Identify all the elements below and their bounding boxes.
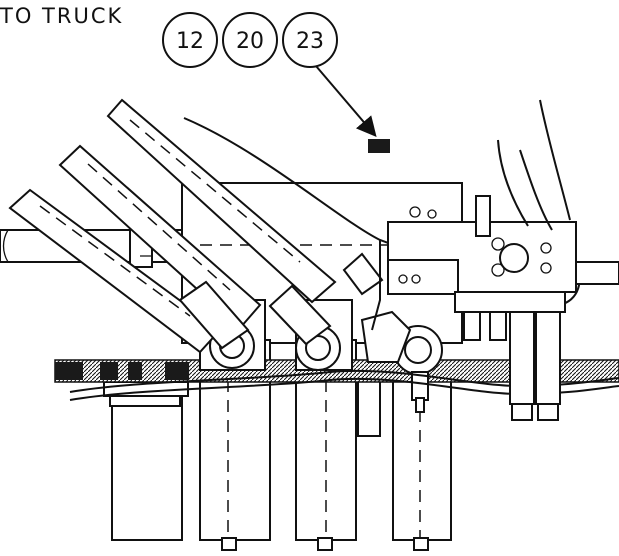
callout-label-3: 23 [296,29,324,54]
leader-arrow [315,65,377,138]
angled-hoses [8,98,384,354]
right-cylinders [509,311,561,421]
caption-text: TO TRUCK [0,4,123,28]
upper-cable [475,99,571,237]
callout-bubble-1 [162,12,218,68]
callout-group: 12 20 23 [162,12,390,153]
callout-bubble-2 [222,12,278,68]
target-part-block [368,139,390,153]
valve-bank [387,221,619,341]
callout-label-1: 12 [176,29,204,54]
callout-label-2: 20 [236,29,264,54]
callout-bubble-3 [282,12,338,68]
